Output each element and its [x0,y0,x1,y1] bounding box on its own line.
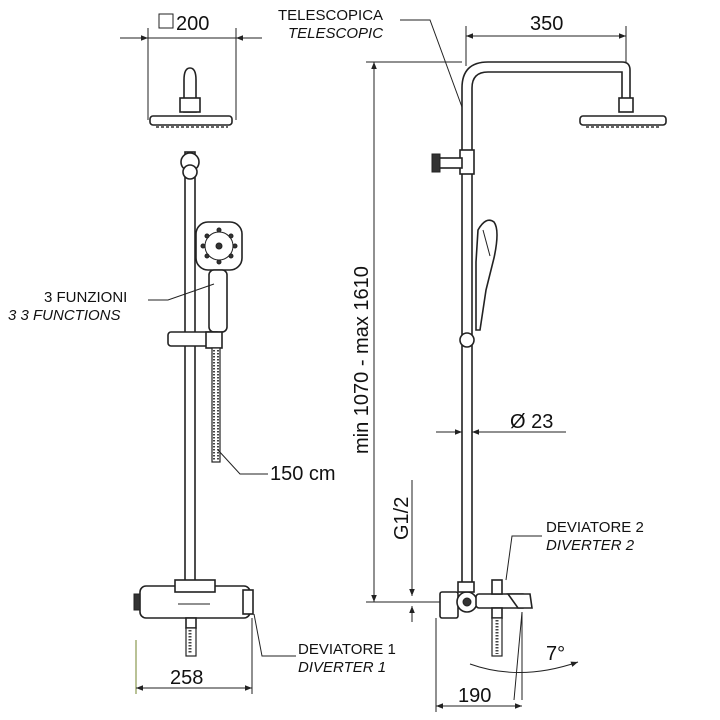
connection-dimension: G1/2 [391,480,415,622]
square-symbol-icon [158,13,174,29]
arm-length-dimension: 350 [465,13,627,100]
diverter1-label-en: DIVERTER 1 [298,659,386,676]
connection-label: G1/2 [391,497,413,540]
height-dimension: min 1070 - max 1610 [351,61,462,603]
handshower-leader [148,283,215,301]
side-rail [431,61,667,591]
diverter2-label-en: DIVERTER 2 [546,537,635,554]
depth-dimension: 190 [435,618,522,712]
mixer-body [133,579,254,657]
shower-head [149,67,233,128]
shower-hose [211,347,221,463]
side-view: TELESCOPICA TELESCOPIC 350 [278,7,667,712]
telescopic-leader [400,19,467,119]
head-size-label: 200 [176,13,209,35]
depth-label: 190 [458,685,491,707]
width-label: 258 [170,667,203,689]
width-dimension: 258 [135,618,253,694]
height-range-label: min 1070 - max 1610 [351,266,373,454]
head-size-dimension: 200 [120,13,262,120]
handshower-label-en: 3 3 FUNCTIONS [8,307,121,324]
hose-leader [217,449,268,475]
hand-shower [167,221,243,349]
front-view: 200 [8,13,396,694]
telescopic-label-it: TELESCOPICA [278,7,383,24]
diverter1-leader [253,613,296,657]
angle-dimension: 7° [469,611,579,701]
shower-rail [180,151,200,593]
handshower-label-it: 3 FUNZIONI [44,289,127,306]
angle-label: 7° [546,643,565,665]
diverter1-label-it: DEVIATORE 1 [298,641,396,658]
pipe-diameter-label: Ø 23 [510,411,553,433]
hose-length-label: 150 cm [270,463,336,485]
diameter-dimension: Ø 23 [436,411,566,435]
side-mixer [439,579,533,657]
diverter2-label-it: DEVIATORE 2 [546,519,644,536]
telescopic-label-en: TELESCOPIC [288,25,383,42]
diverter2-leader [505,535,542,581]
side-hand-shower [475,219,498,331]
arm-length-label: 350 [530,13,563,35]
